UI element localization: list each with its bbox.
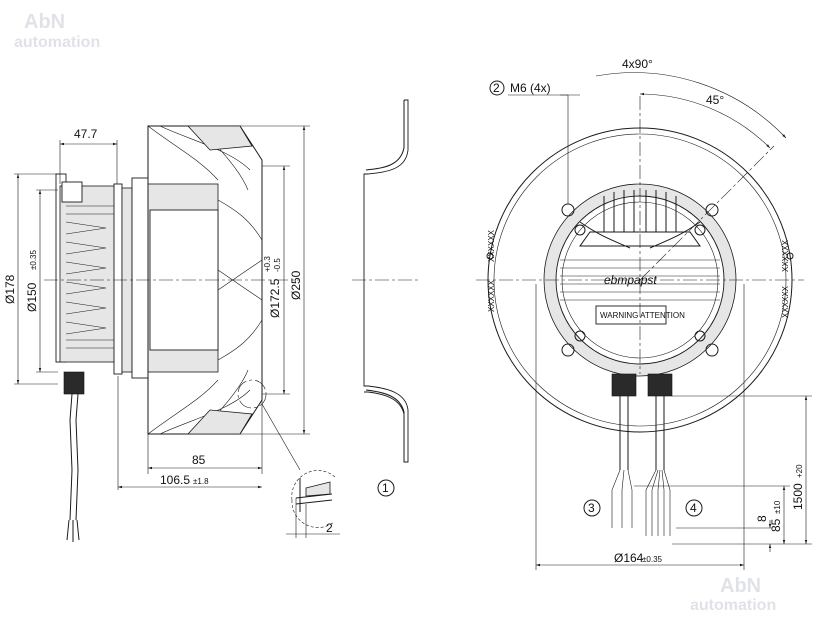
callout-1: 1 [382, 481, 389, 495]
rim-hole-right [786, 252, 794, 260]
callout-circle-1 [377, 479, 395, 497]
screw-2 [694, 224, 706, 236]
inlet-ring-view: 1 [352, 99, 420, 497]
callout-4: 4 [690, 501, 697, 515]
arc-45 [639, 92, 771, 149]
dim-strip-8: 8 [755, 515, 769, 522]
rim-code-left-1: XXXXXX [487, 229, 496, 262]
watermark-sub-top: automation [14, 34, 100, 51]
side-view: 47.7 Ø178 Ø150 ±0.35 Ø172.5 +0.3 -0.5 Ø2… [3, 125, 340, 542]
angle-45: 45° [706, 93, 724, 107]
bolt-hole-tl [561, 203, 575, 217]
bolt-hole-br [705, 343, 719, 357]
cable-4 [655, 396, 665, 470]
rim-code-left-2: XXXXXX [487, 279, 496, 312]
bolt-hole-tr [705, 203, 719, 217]
watermark-top: AbN automation [14, 11, 100, 51]
rim-hole-left [486, 252, 494, 260]
watermark-brand-top: AbN [24, 11, 65, 33]
pcb-traces [579, 221, 701, 249]
callout-2: 2 [493, 81, 500, 95]
front-centerline-45 [639, 145, 775, 281]
watermark-sub-bottom: automation [690, 597, 776, 614]
callout-circle-4 [685, 499, 703, 517]
dim-d178: Ø178 [3, 274, 17, 304]
cable-gland [63, 371, 85, 395]
cable-side-1 [69, 393, 73, 521]
watermark-bottom: AbN automation [690, 575, 776, 614]
cooling-fins [65, 205, 118, 349]
dim-cable-1500-tol: +20 [795, 464, 804, 478]
dim-d172-tol-up: +0.3 [263, 256, 272, 272]
cable-side-wires [66, 519, 80, 542]
blade-bottom [187, 409, 253, 435]
dim-length-1065-tol: ±1.8 [193, 477, 209, 486]
cable-gland-4 [647, 373, 673, 397]
dim-d150-tol: ±0.35 [29, 249, 38, 270]
brand-logo: ebmpapst [604, 273, 657, 287]
pcb-strip [579, 231, 701, 247]
dim-d250: Ø250 [289, 270, 303, 300]
arc-4x90 [595, 72, 787, 139]
warning-label-box [595, 305, 667, 325]
callout-circle-2 [489, 80, 505, 96]
angle-4x90: 4x90° [622, 57, 653, 71]
rim-code-right-2: XXXXXX [781, 285, 790, 318]
screw-3 [574, 330, 586, 342]
detail-leader [261, 403, 301, 471]
dim-d172-tol-dn: -0.5 [273, 258, 282, 272]
dim-strip-85-tol: ±10 [773, 500, 782, 514]
cable-gland-3 [611, 373, 637, 397]
blade-top [187, 125, 253, 151]
rotor-flange [131, 177, 149, 379]
detail-circle-small [237, 379, 267, 409]
callout-circle-3 [583, 499, 601, 517]
rim-stamps: XXXXXX XXXXXX XXXXXX XXXXXX [487, 229, 790, 318]
watermark-brand-bottom: AbN [720, 575, 761, 597]
dim-strip-85: 85 [769, 518, 783, 532]
warning-label: WARNING ATTENTION [600, 311, 685, 320]
screw-4 [694, 330, 706, 342]
dim-hub-width: 47.7 [74, 127, 98, 141]
cable-3 [619, 396, 629, 470]
callout-3: 3 [588, 501, 595, 515]
motor-top-block [61, 181, 83, 203]
wires-4 [645, 469, 671, 536]
bolt-holes [486, 203, 794, 357]
dim-gap: 2 [326, 521, 333, 535]
cable-side-2 [75, 393, 79, 521]
bolt-hole-bl [561, 343, 575, 357]
dim-cable-1500: 1500 [791, 483, 805, 510]
rim-code-right-1: XXXXXX [781, 239, 790, 272]
dim-d164-tol: ±0.35 [642, 555, 663, 564]
motor-body [59, 185, 121, 363]
inlet-ring-inner [365, 100, 405, 462]
detail-view: 2 [286, 470, 340, 538]
bolt-label: M6 (4x) [510, 81, 551, 95]
motor-flange [113, 183, 123, 375]
screw-1 [574, 224, 586, 236]
front-view: ebmpapst WARNING ATTENTION XXXXXX XXXXXX… [476, 57, 812, 570]
inlet-ring-outline [363, 99, 409, 463]
dim-length-1065: 106.5 [160, 473, 190, 487]
dim-d164: Ø164 [614, 551, 644, 565]
dim-d172: Ø172.5 [268, 278, 282, 318]
wires-3 [611, 469, 633, 528]
dim-length-85: 85 [192, 453, 206, 467]
dim-d150: Ø150 [25, 282, 39, 312]
